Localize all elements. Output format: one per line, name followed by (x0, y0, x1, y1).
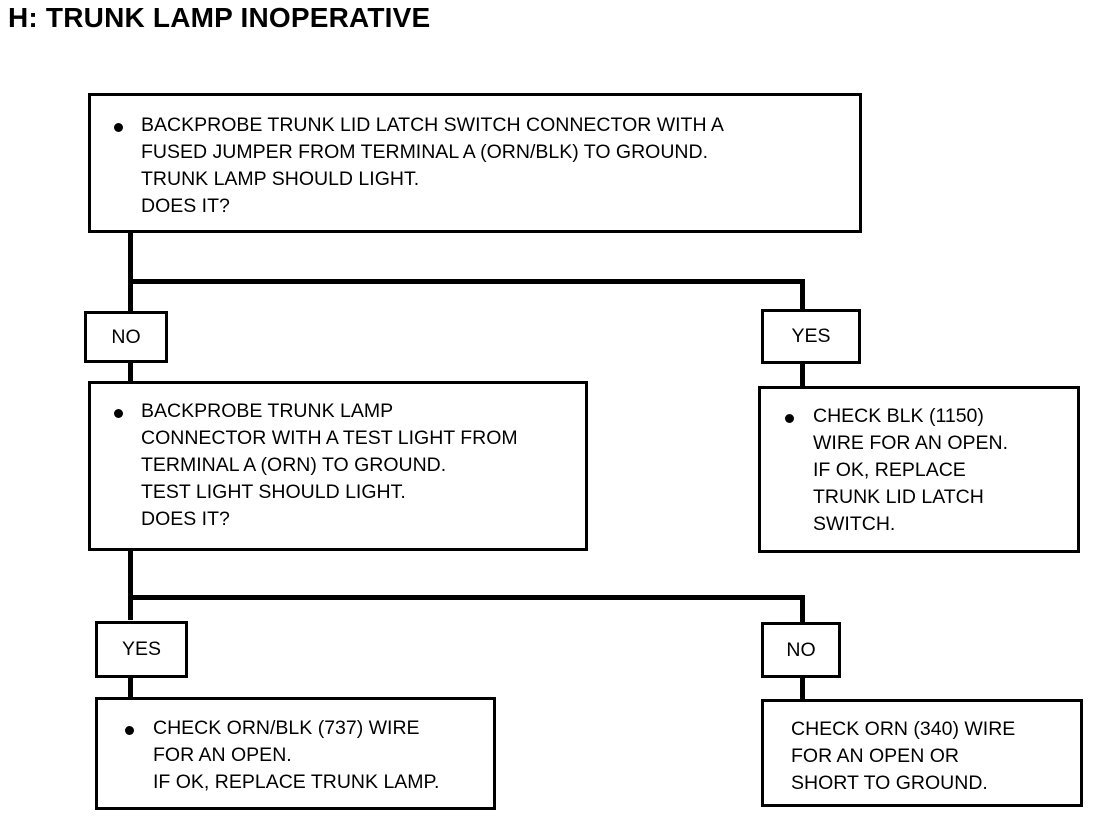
result-yes2-line: CHECK ORN/BLK (737) WIRE (153, 717, 420, 739)
result-no2-line: SHORT TO GROUND. (791, 772, 988, 794)
connector-branch2-horizontal (128, 595, 805, 600)
result-no2-line: CHECK ORN (340) WIRE (791, 718, 1016, 740)
connector-yes1-to-result (800, 362, 805, 388)
step1-line: DOES IT? (141, 195, 230, 217)
result-yes1-line: WIRE FOR AN OPEN. (813, 432, 1009, 454)
result-yes1-box: CHECK BLK (1150) WIRE FOR AN OPEN. IF OK… (758, 386, 1080, 553)
connector-step2-down (128, 548, 133, 620)
bullet-icon (114, 409, 123, 418)
step1-line: TRUNK LAMP SHOULD LIGHT. (141, 168, 420, 190)
connector-branch2-right-down (800, 595, 805, 622)
label-no-1: NO (84, 311, 168, 363)
connector-no2-to-result (800, 676, 805, 701)
result-yes1-line: SWITCH. (813, 513, 896, 535)
result-yes2-line: IF OK, REPLACE TRUNK LAMP. (153, 771, 440, 793)
step1-box: BACKPROBE TRUNK LID LATCH SWITCH CONNECT… (88, 93, 862, 233)
label-yes-1: YES (761, 309, 861, 364)
connector-branch1-horizontal (128, 279, 805, 284)
step2-box: BACKPROBE TRUNK LAMP CONNECTOR WITH A TE… (88, 381, 588, 551)
bullet-icon (114, 123, 123, 132)
connector-step1-down (128, 230, 133, 314)
label-no-2: NO (761, 622, 841, 678)
result-yes1-line: TRUNK LID LATCH (813, 486, 984, 508)
step2-line: CONNECTOR WITH A TEST LIGHT FROM (141, 427, 518, 449)
result-no2-line: FOR AN OPEN OR (791, 745, 959, 767)
step2-line: TEST LIGHT SHOULD LIGHT. (141, 481, 406, 503)
step1-line: BACKPROBE TRUNK LID LATCH SWITCH CONNECT… (141, 114, 724, 136)
bullet-icon (785, 414, 794, 423)
result-yes2-box: CHECK ORN/BLK (737) WIRE FOR AN OPEN. IF… (95, 697, 496, 810)
label-yes-2: YES (95, 621, 188, 678)
connector-no1-to-step2 (128, 360, 133, 384)
result-yes2-line: FOR AN OPEN. (153, 744, 292, 766)
step2-line: DOES IT? (141, 508, 230, 530)
result-yes1-line: IF OK, REPLACE (813, 459, 966, 481)
step2-line: TERMINAL A (ORN) TO GROUND. (141, 454, 447, 476)
result-no2-box: CHECK ORN (340) WIRE FOR AN OPEN OR SHOR… (761, 699, 1083, 807)
connector-yes2-to-result (128, 676, 133, 700)
step2-line: BACKPROBE TRUNK LAMP (141, 400, 394, 422)
result-yes1-line: CHECK BLK (1150) (813, 405, 984, 427)
connector-branch1-right-down (800, 279, 805, 310)
step1-line: FUSED JUMPER FROM TERMINAL A (ORN/BLK) T… (141, 141, 709, 163)
bullet-icon (125, 726, 134, 735)
page-title: H: TRUNK LAMP INOPERATIVE (8, 2, 431, 33)
